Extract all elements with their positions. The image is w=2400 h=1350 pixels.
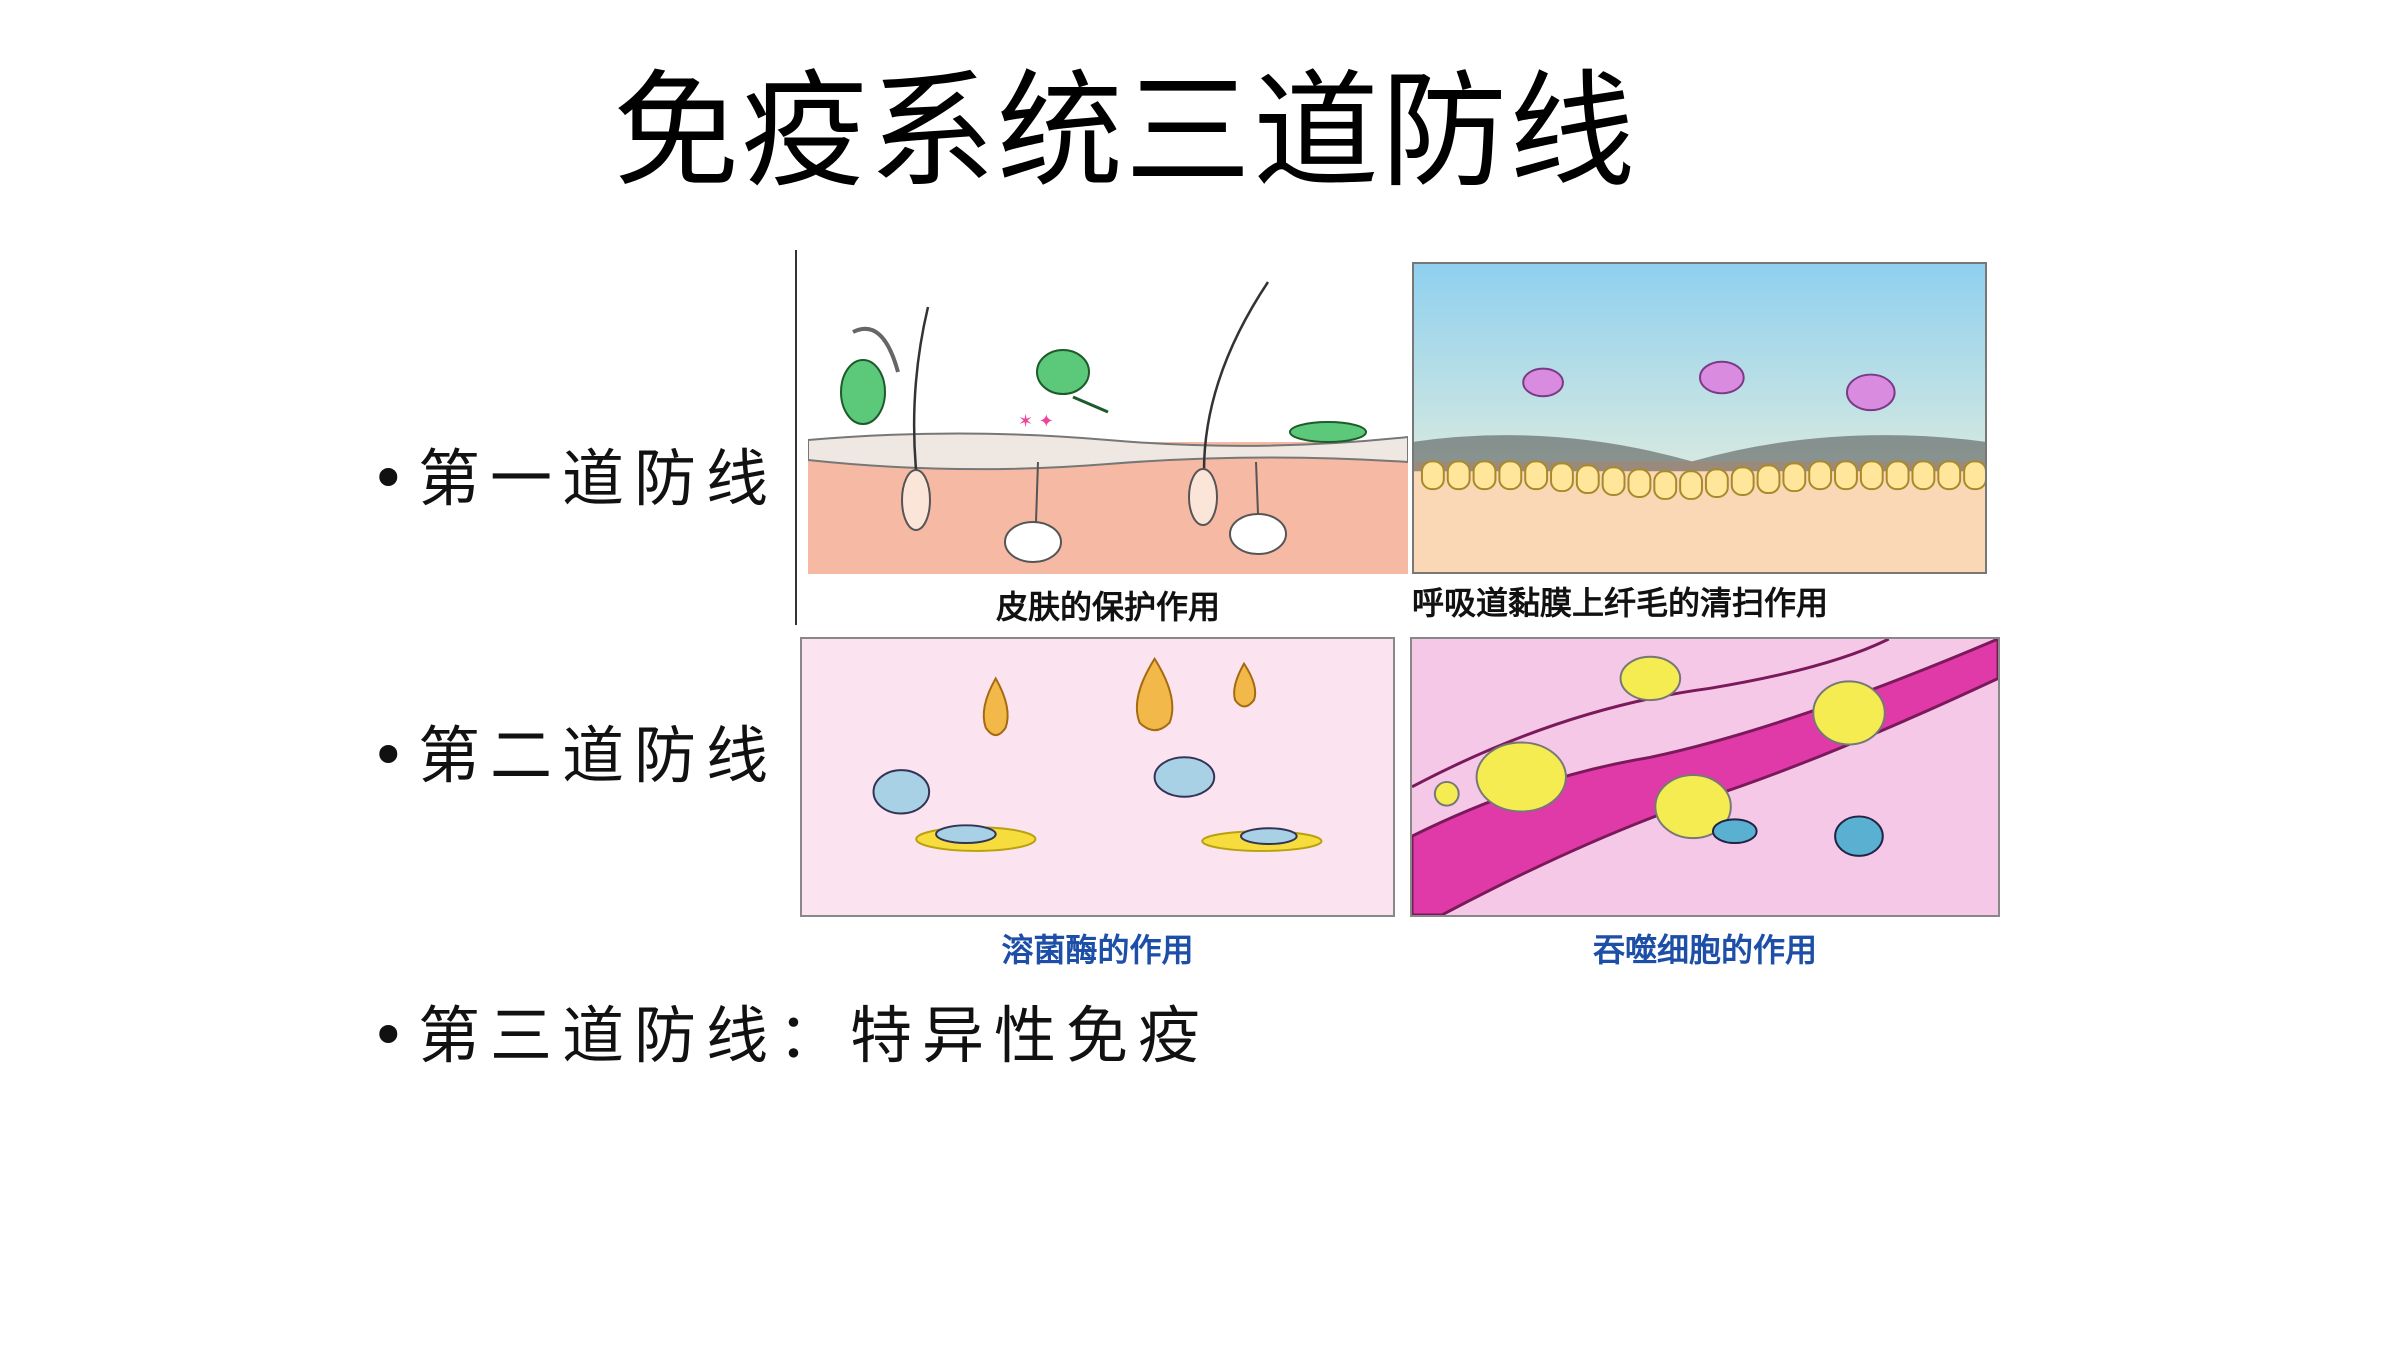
phagocyte-blood-vessel-illustration <box>1410 637 2000 917</box>
image-divider-line <box>795 250 797 625</box>
bullet-second-line: •第二道防线 <box>370 705 778 795</box>
skin-cross-section-illustration: ✶ ✦ <box>808 262 1408 574</box>
bullet-marker: • <box>370 719 417 792</box>
lysozyme-droplets-illustration <box>800 637 1395 917</box>
lysozyme-caption: 溶菌酶的作用 <box>1001 931 1194 969</box>
phagocyte-caption: 吞噬细胞的作用 <box>1592 931 1817 969</box>
bullet-text: 第一道防线 <box>418 442 779 515</box>
bullet-marker: • <box>370 442 417 515</box>
respiratory-cilia-illustration <box>1412 262 1987 574</box>
bullet-first-line: •第一道防线 <box>370 428 778 518</box>
bullet-marker: • <box>370 999 417 1072</box>
cilia-caption: 呼吸道黏膜上纤毛的清扫作用 <box>1412 584 1829 622</box>
slide-title: 免疫系统三道防线 <box>613 58 1637 205</box>
bullet-text: 第三道防线：特异性免疫 <box>418 999 1211 1072</box>
svg-text:✶ ✦: ✶ ✦ <box>1018 411 1054 432</box>
skin-caption: 皮肤的保护作用 <box>995 588 1220 626</box>
bullet-third-line: •第三道防线：特异性免疫 <box>370 985 1210 1075</box>
bullet-text: 第二道防线 <box>418 719 779 792</box>
